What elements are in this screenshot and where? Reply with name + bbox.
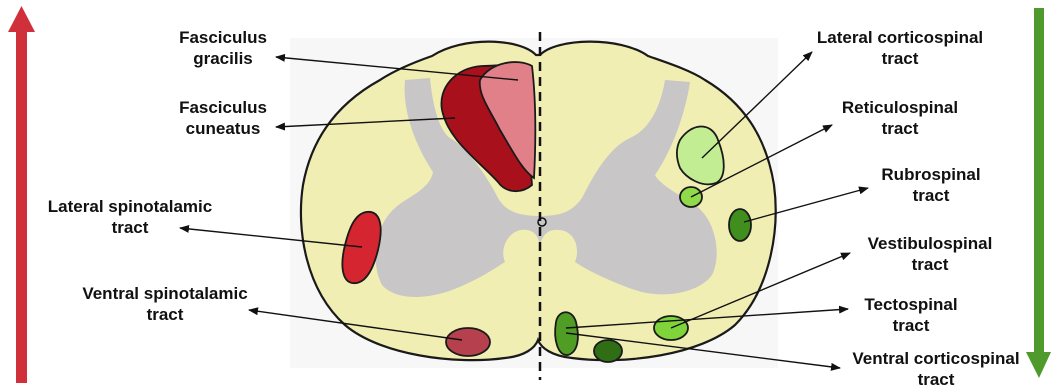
white-matter bbox=[301, 42, 776, 361]
label-lateral-spinotalamic: Lateral spinotalamic tract bbox=[30, 196, 230, 238]
descending-arrow-shaft bbox=[1034, 8, 1044, 355]
rubrospinal-area bbox=[729, 209, 751, 241]
ascending-tracts-arrow bbox=[8, 6, 35, 383]
descending-tracts-arrow bbox=[1026, 8, 1051, 378]
label-rubrospinal: Rubrospinal tract bbox=[866, 164, 996, 206]
label-ventral-spinotalamic: Ventral spinotalamic tract bbox=[62, 283, 268, 325]
ascending-arrow-head bbox=[8, 6, 35, 32]
label-lateral-corticospinal: Lateral corticospinal tract bbox=[800, 27, 1000, 69]
ventral-spinothalamic-area bbox=[446, 328, 490, 356]
label-fasciculus-gracilis: Fasciculus gracilis bbox=[168, 27, 278, 69]
ascending-arrow-shaft bbox=[16, 28, 27, 383]
label-ventral-corticospinal: Ventral corticospinal tract bbox=[836, 348, 1036, 390]
label-reticulospinal: Reticulospinal tract bbox=[830, 97, 970, 139]
label-fasciculus-cuneatus: Fasciculus cuneatus bbox=[168, 97, 278, 139]
label-vestibulospinal: Vestibulospinal tract bbox=[850, 233, 1010, 275]
label-tectospinal: Tectospinal tract bbox=[846, 294, 976, 336]
ventral-corticospinal-area bbox=[594, 340, 622, 362]
